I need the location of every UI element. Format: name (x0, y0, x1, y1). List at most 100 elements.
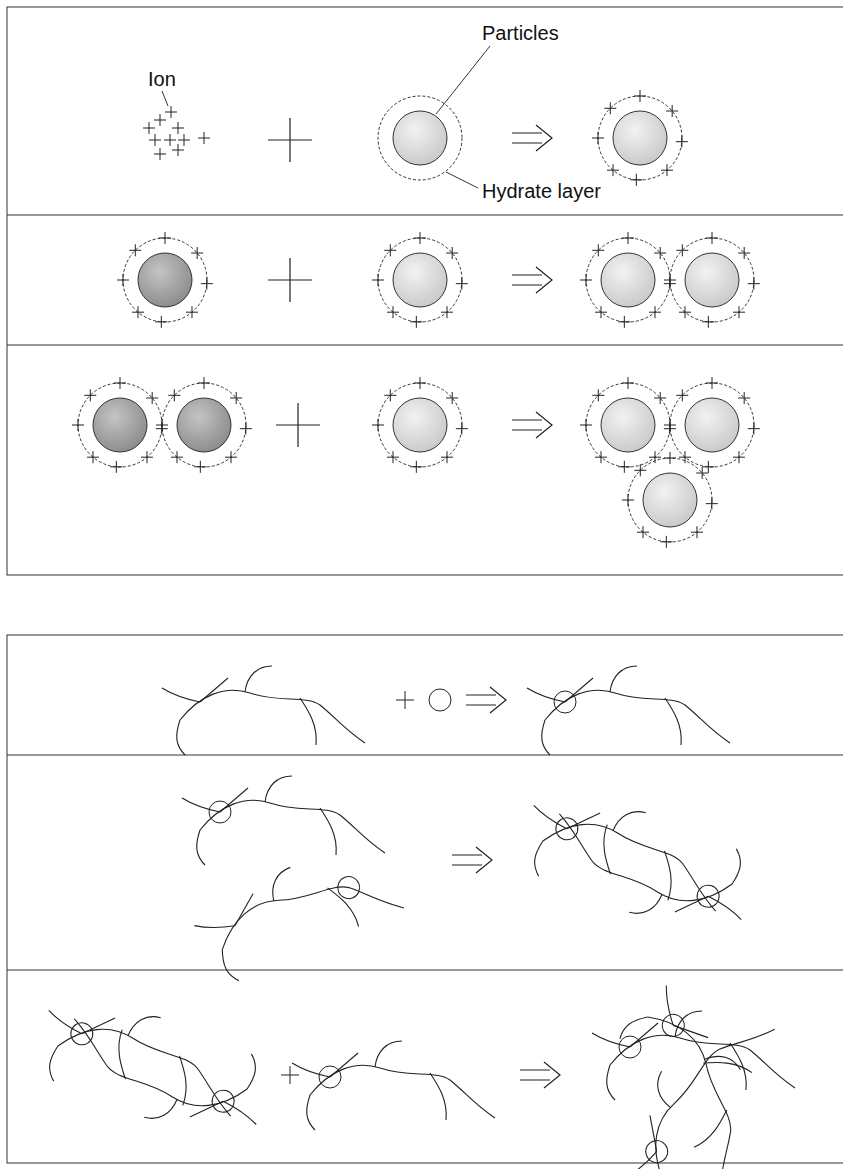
particle-core (393, 253, 447, 307)
polymer-chain (187, 836, 408, 989)
plus-sign (172, 122, 184, 134)
plus-sign (281, 1066, 299, 1084)
chain-branch (705, 896, 745, 919)
chain-branch (375, 1041, 402, 1067)
chain-branch (595, 825, 623, 875)
plus-sign (634, 90, 646, 102)
hydrate-layer (378, 96, 462, 180)
polymer-chain (527, 666, 730, 755)
adsorbed-particle (695, 883, 722, 910)
plus-sign (691, 526, 703, 538)
plus-sign (141, 451, 153, 463)
particle (117, 232, 213, 328)
leader-line (162, 91, 168, 106)
chain-branch (82, 1011, 115, 1041)
chain-branch (292, 1063, 330, 1077)
adsorbed-particle (319, 1066, 341, 1088)
chain-branch (675, 889, 708, 919)
chain-branch (648, 1071, 684, 1107)
row-divider (7, 215, 843, 216)
plus-sign (276, 403, 320, 447)
plus-sign (676, 389, 688, 401)
particle (580, 232, 676, 328)
callout-label: Hydrate layer (480, 180, 603, 202)
particle (372, 232, 468, 328)
adsorbed-particle (335, 873, 363, 901)
plus-sign (164, 134, 176, 146)
particle-core (93, 398, 147, 452)
plus-sign (72, 419, 84, 431)
chain-branch (673, 1013, 708, 1049)
chain-branch (182, 798, 220, 812)
plus-sign (410, 316, 422, 328)
hydrate-layer (123, 238, 207, 322)
plus-sign (268, 258, 312, 302)
adsorbed-particle (658, 1010, 688, 1040)
chain-branch (307, 1095, 315, 1130)
chain-branch (630, 1023, 658, 1047)
particle (72, 377, 168, 473)
chain-branch (727, 849, 744, 885)
chain-backbone (546, 814, 738, 913)
plus-sign (387, 306, 399, 318)
particle (664, 232, 760, 328)
chain-branch (242, 1054, 259, 1090)
panel-frame (7, 7, 843, 575)
plus-sign (664, 274, 676, 286)
chain-branch (144, 1092, 177, 1124)
chain-branch (46, 1045, 63, 1081)
particle-core (393, 111, 447, 165)
polymer-chain (592, 1011, 795, 1100)
plus-sign (225, 451, 237, 463)
plus-sign (132, 306, 144, 318)
particle-core (685, 253, 739, 307)
chain-branch (607, 1065, 615, 1100)
adsorbed-particle (553, 815, 580, 842)
hydrate-layer (78, 383, 162, 467)
plus-sign (372, 274, 384, 286)
plus-sign (738, 247, 750, 259)
plus-sign (676, 136, 688, 148)
plus-sign (387, 451, 399, 463)
polymer-chain (292, 1041, 495, 1130)
plus-sign (679, 306, 691, 318)
plus-sign (679, 451, 691, 463)
chain-branch (652, 851, 680, 901)
chain-branch (616, 1014, 650, 1039)
particle-core (613, 111, 667, 165)
chain-branch (45, 1010, 85, 1033)
plus-sign (159, 232, 171, 244)
polymer-chain (31, 989, 250, 1128)
plus-sign (649, 306, 661, 318)
plus-sign (622, 232, 634, 244)
plus-sign (129, 244, 141, 256)
chain-branch (686, 1110, 735, 1148)
panel-frame (7, 635, 843, 1163)
chain-branch (162, 688, 200, 702)
plus-sign (580, 419, 592, 431)
chain-backbone (180, 690, 365, 743)
plus-sign (702, 461, 714, 473)
chain-backbone (52, 1017, 244, 1116)
chain-backbone (637, 1003, 775, 1169)
plus-sign (384, 389, 396, 401)
hydrate-layer (586, 238, 670, 322)
hydrate-layer (670, 238, 754, 322)
polymer-chain (608, 974, 787, 1169)
plus-sign (441, 451, 453, 463)
plus-sign (178, 134, 190, 146)
plus-sign (143, 122, 155, 134)
plus-sign (441, 306, 453, 318)
chain-branch (527, 688, 565, 702)
hydrate-layer (378, 383, 462, 467)
double-arrow (452, 847, 492, 873)
chain-branch (531, 840, 548, 876)
chain-backbone (545, 690, 730, 743)
particle (372, 377, 468, 473)
particle-core (685, 398, 739, 452)
adsorbed-particle (554, 691, 576, 713)
chain-backbone (212, 858, 404, 971)
particle-core (177, 398, 231, 452)
chain-branch (330, 1053, 358, 1077)
